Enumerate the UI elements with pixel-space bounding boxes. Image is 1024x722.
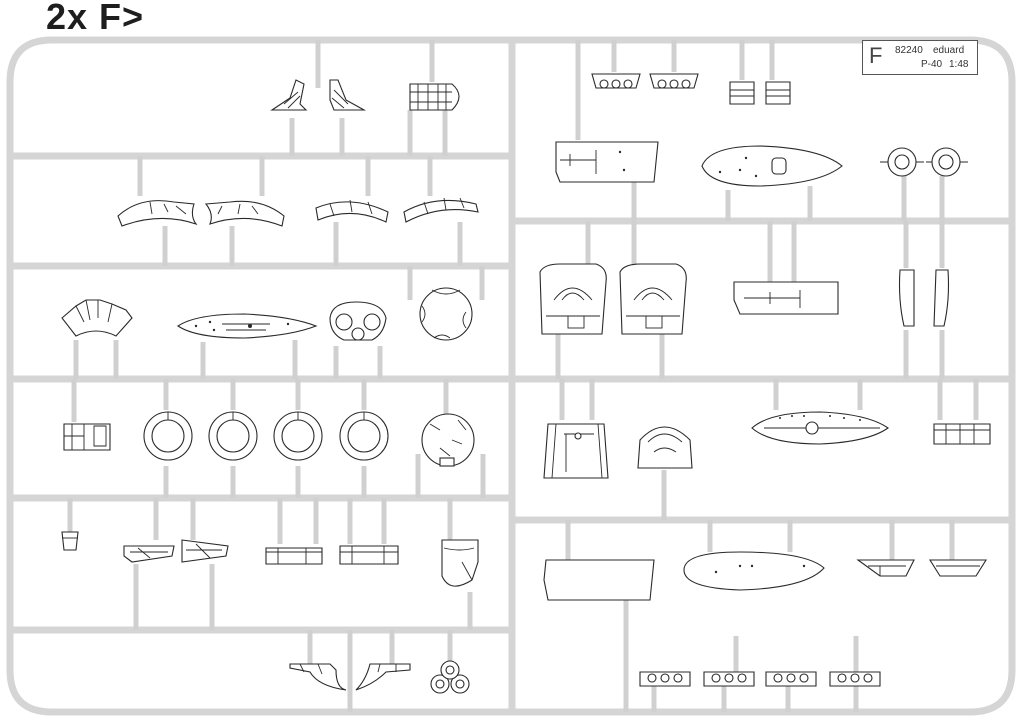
part-roller-block-2 (649, 73, 699, 89)
part-seat-back (441, 539, 479, 587)
part-cylinder-block (409, 83, 460, 111)
part-roller-block-6 (829, 671, 881, 687)
part-side-strip-1 (898, 269, 915, 327)
part-oval-panel (683, 551, 825, 591)
part-wheel-3 (273, 411, 323, 461)
part-floor-panel-1 (555, 141, 659, 183)
part-gear-housing-2 (926, 147, 968, 177)
part-side-strip-2 (933, 269, 950, 327)
part-cockpit-floor-2 (701, 145, 843, 187)
part-round-plate (419, 287, 473, 341)
sprue-title: 2x F> (46, 0, 145, 37)
part-box-small-1 (729, 81, 755, 105)
part-small-block (61, 531, 79, 551)
part-wheel-2 (208, 411, 258, 461)
model-name: P-40 (921, 59, 943, 70)
part-wheel-well-1 (539, 263, 607, 335)
part-pedal-right (329, 79, 367, 111)
sprue-letter: F (869, 43, 883, 68)
part-seat-frame (543, 423, 609, 479)
part-wheel-4 (339, 411, 389, 461)
part-cockpit-floor-1 (177, 313, 318, 339)
part-tray-2 (929, 559, 987, 577)
part-roller-block-1 (591, 73, 641, 89)
sprue-frame (6, 36, 1016, 716)
part-trefoil (430, 660, 470, 694)
part-roller-block-3 (639, 671, 691, 687)
part-box-small-2 (765, 81, 791, 105)
part-bracket-right (181, 539, 229, 563)
part-wheel-1 (143, 411, 193, 461)
brand-name: eduard (933, 45, 965, 56)
part-floor-panel-large (543, 559, 655, 601)
kit-code: 82240 (895, 45, 923, 56)
part-floor-panel-2 (733, 281, 839, 315)
part-strut-left (289, 663, 347, 691)
part-gunsight-box (63, 423, 111, 451)
part-roller-block-5 (765, 671, 817, 687)
part-cockpit-floor-3 (751, 411, 889, 445)
part-strut-right (355, 663, 411, 691)
part-rail-1 (265, 547, 323, 565)
part-exhaust-stack-cluster (61, 299, 133, 337)
part-triple-housing (329, 301, 387, 341)
part-pedal-left (270, 79, 308, 111)
sprue-gates (67, 40, 979, 712)
kit-scale: 1:48 (949, 59, 969, 70)
part-headrest (637, 426, 693, 469)
part-cowl-panel-3 (315, 199, 389, 223)
part-roller-block-4 (703, 671, 755, 687)
part-rail-2 (339, 545, 399, 565)
part-multi-block (933, 423, 991, 445)
part-wheel-well-2 (619, 263, 687, 335)
part-cowl-panel-4 (403, 197, 479, 223)
part-cowl-panel-1 (117, 200, 198, 227)
part-tray-1 (856, 559, 915, 577)
part-gear-housing-1 (880, 147, 924, 177)
part-cowl-panel-2 (204, 200, 285, 227)
sprue-label-box: F 82240 eduard P-40 1:48 (862, 40, 978, 75)
part-bracket-left (123, 545, 175, 563)
part-instrument-dial (421, 413, 475, 467)
